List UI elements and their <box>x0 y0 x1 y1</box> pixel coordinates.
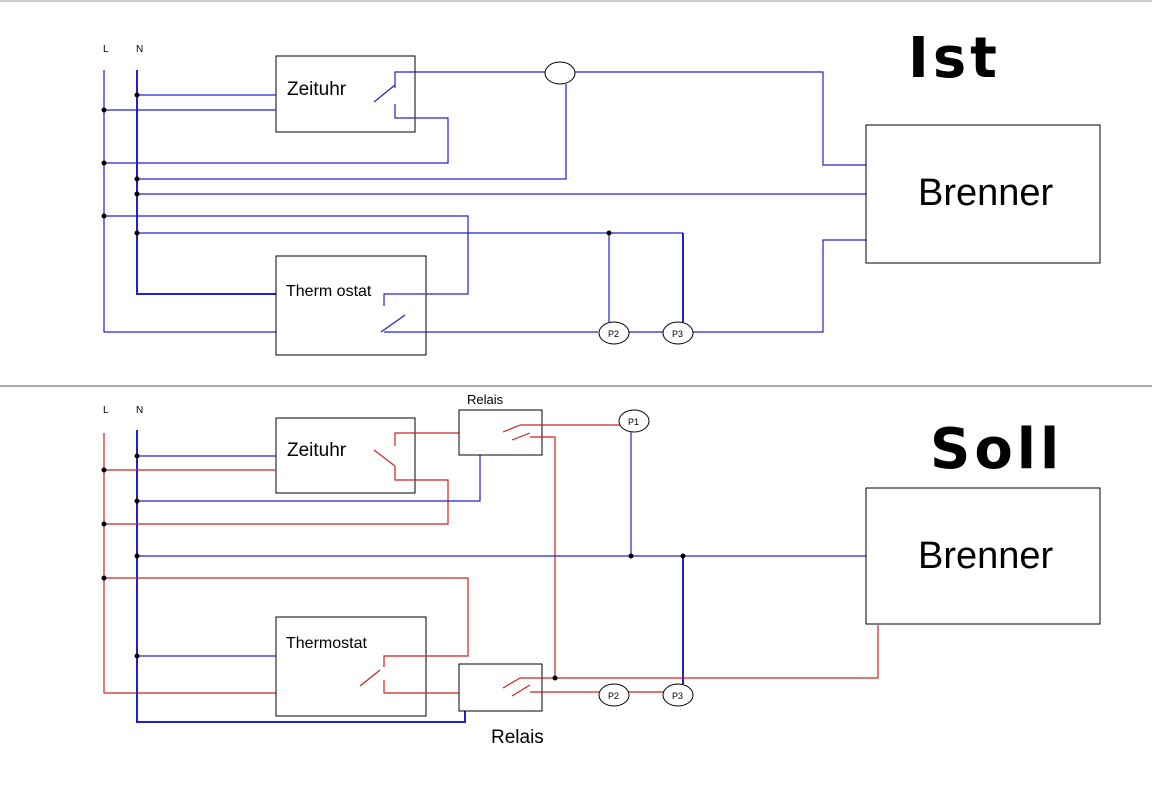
ist-section: L N Ist Zeituhr Therm ostat <box>101 26 1101 356</box>
ist-n-bus <box>136 70 276 295</box>
ist-zeituhr-box <box>275 55 416 133</box>
ist-junctions <box>101 92 612 236</box>
soll-pump-p3-label: P3 <box>672 691 683 701</box>
soll-title: Soll <box>930 417 1063 482</box>
soll-relais-top-label: Relais <box>467 392 504 407</box>
soll-pump-p1-label: P1 <box>628 417 639 427</box>
soll-bus-n-label: N <box>136 405 143 416</box>
soll-pump-p2 <box>598 683 630 707</box>
ist-pump-p3 <box>662 321 694 345</box>
ist-thermostat-box <box>275 255 427 356</box>
soll-pump-p3 <box>662 683 694 707</box>
ist-pump-p2-label: P2 <box>608 329 619 339</box>
ist-thermostat-label: Therm ostat <box>286 283 372 300</box>
ist-p3-to-brenner <box>693 239 866 333</box>
soll-junctions <box>101 453 686 681</box>
ist-thermo-feed <box>104 215 469 295</box>
soll-n-bus <box>136 430 466 723</box>
ist-zeituhr-switch-in <box>104 104 449 164</box>
soll-zeituhr-label: Zeituhr <box>287 440 347 461</box>
ist-thermo-contact <box>383 293 425 306</box>
soll-relais-bottom-box <box>458 663 543 712</box>
ist-lamp-to-n <box>137 84 567 180</box>
ist-pump-p2 <box>598 321 630 345</box>
soll-zeituhr-switch-blade <box>373 449 396 467</box>
soll-relais-top-box <box>458 409 543 456</box>
ist-l-bus <box>103 70 276 333</box>
ist-indicator-lamp <box>544 61 576 85</box>
ist-zeituhr-switch-blade <box>373 84 396 103</box>
soll-thermostat-label: Thermostat <box>286 635 367 652</box>
soll-relais-bottom-label: Relais <box>491 727 544 748</box>
soll-zeituhr-to-relais <box>394 432 459 446</box>
soll-brenner-box <box>865 487 1101 625</box>
soll-l-bus <box>103 433 276 694</box>
ist-pump-p3-label: P3 <box>672 329 683 339</box>
ist-brenner-box <box>865 124 1101 264</box>
soll-thermo-switch-blade <box>359 669 381 687</box>
soll-section: L N Soll Zeituhr Relais P1 Thermostat <box>101 392 1101 748</box>
soll-thermo-to-relais <box>383 680 459 694</box>
ist-zeituhr-out <box>394 71 545 88</box>
soll-bus-l-label: L <box>103 405 109 416</box>
ist-zeituhr-label: Zeituhr <box>287 79 347 100</box>
soll-zeituhr-box <box>275 417 416 494</box>
ist-lamp-to-brenner <box>575 71 866 166</box>
ist-bus-l-label: L <box>103 44 109 55</box>
ist-thermo-switch-blade <box>380 314 406 333</box>
soll-brenner-label: Brenner <box>918 535 1054 577</box>
soll-relais-top-n <box>137 455 481 502</box>
soll-relais-bottom-contacts <box>502 625 879 697</box>
soll-zeituhr-switch-in <box>104 466 449 525</box>
soll-thermo-contact <box>383 655 425 667</box>
ist-brenner-label: Brenner <box>918 172 1054 214</box>
soll-pump-p1 <box>618 409 650 433</box>
ist-title: Ist <box>908 26 1001 91</box>
ist-bus-n-label: N <box>136 44 143 55</box>
soll-thermo-feed <box>104 577 469 657</box>
soll-relais-top-contacts <box>502 424 620 678</box>
soll-thermostat-box <box>275 616 427 717</box>
soll-pump-p2-label: P2 <box>608 691 619 701</box>
